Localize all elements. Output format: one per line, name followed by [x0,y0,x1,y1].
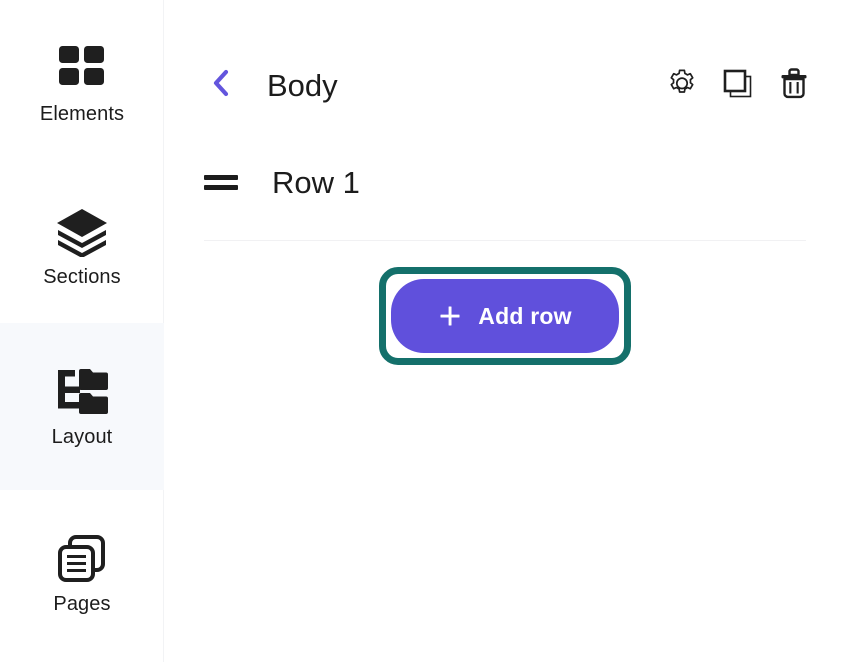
settings-button[interactable] [665,68,699,102]
add-row-focus-ring: Add row [379,267,631,365]
sidebar: Elements Sections [0,0,164,662]
section-divider [204,240,806,241]
sidebar-item-layout[interactable]: Layout [0,323,164,490]
pages-icon [57,534,107,584]
chevron-left-icon [210,68,232,103]
add-row-button[interactable]: Add row [391,279,619,353]
panel-header: Body [204,58,811,112]
row-list-item[interactable]: Row 1 [204,158,360,206]
plus-icon [438,304,462,328]
drag-handle-bar [204,174,238,180]
sidebar-item-sections[interactable]: Sections [0,163,164,330]
duplicate-button[interactable] [721,68,755,102]
sidebar-item-pages[interactable]: Pages [0,490,164,657]
panel-header-actions [665,67,811,103]
sidebar-item-label: Elements [39,102,125,125]
layout-tree-icon [56,367,108,417]
grid-icon [57,44,107,94]
sidebar-item-elements[interactable]: Elements [0,0,164,167]
add-row-label: Add row [478,302,572,329]
sidebar-item-label: Pages [53,592,111,615]
row-label: Row 1 [272,164,360,200]
drag-handle-bar [204,184,238,190]
sidebar-item-label: Layout [51,425,113,448]
layers-icon [55,207,109,258]
page-title: Body [267,67,338,103]
gear-icon [666,68,698,103]
back-button[interactable] [204,65,238,105]
main-panel: Body [164,0,844,662]
trash-icon [779,67,809,103]
copy-icon [722,68,754,103]
sidebar-item-label: Sections [43,265,121,288]
delete-button[interactable] [777,67,811,103]
drag-handle-icon[interactable] [204,170,244,194]
